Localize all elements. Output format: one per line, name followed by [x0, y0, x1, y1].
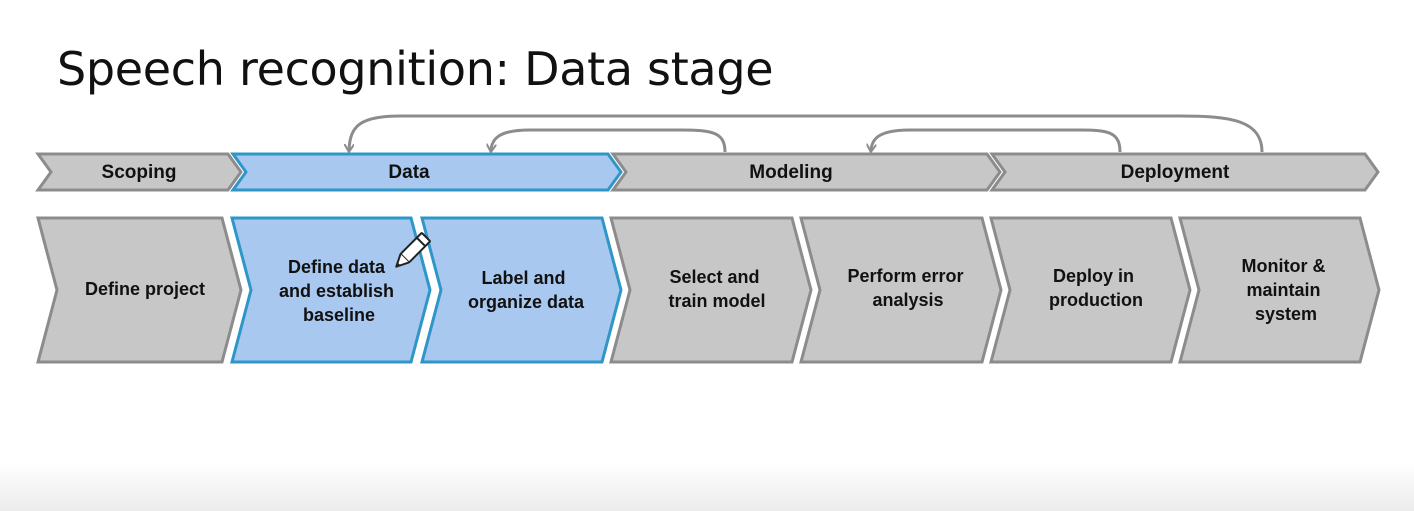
feedback-arrow-deployment-to-modeling	[871, 128, 1122, 152]
step-line: Label and	[481, 268, 565, 288]
step-define-project-label: Define project	[85, 279, 205, 299]
step-line: Define data	[288, 257, 386, 277]
phase-scoping: Scoping	[35, 152, 243, 192]
phase-deployment: Deployment	[989, 152, 1380, 192]
phase-data: Data	[230, 152, 623, 192]
step-line: system	[1255, 304, 1317, 324]
phase-data-shape	[230, 152, 623, 192]
step-line: Deploy in	[1053, 266, 1134, 286]
step-line: baseline	[303, 305, 375, 325]
step-define-project: Define project	[36, 216, 243, 364]
phase-deployment-label: Deployment	[1121, 162, 1230, 183]
feedback-arrow-deployment-to-data	[349, 114, 1264, 152]
step-line: Define project	[85, 279, 205, 299]
step-error-analysis-shape	[799, 216, 1003, 364]
step-line: train model	[668, 291, 765, 311]
phase-modeling-shape	[610, 152, 1002, 192]
step-define-project-shape	[36, 216, 243, 364]
phase-modeling-label: Modeling	[749, 162, 832, 183]
step-line: Perform error	[847, 266, 963, 286]
phase-modeling: Modeling	[610, 152, 1002, 192]
step-line: production	[1049, 290, 1143, 310]
step-label-organize-label: Label and organize data	[468, 268, 585, 312]
step-define-data-shape	[230, 216, 432, 364]
step-error-analysis-label: Perform error analysis	[847, 266, 968, 310]
phase-data-label: Data	[388, 162, 430, 183]
phase-deployment-shape	[989, 152, 1380, 192]
step-define-data: Define data and establish baseline	[230, 216, 432, 364]
bottom-shadow-bar	[0, 462, 1414, 511]
step-label-organize: Label and organize data	[420, 216, 623, 364]
step-line: analysis	[872, 290, 943, 310]
step-row: Define project Define data and establish…	[36, 216, 1381, 364]
step-select-train: Select and train model	[609, 216, 813, 364]
feedback-arrow-modeling-to-data	[491, 128, 727, 152]
phase-band: Scoping Data Modeling Deployment	[35, 152, 1380, 192]
step-line: organize data	[468, 292, 585, 312]
step-monitor-maintain: Monitor & maintain system	[1178, 216, 1381, 364]
step-monitor-maintain-label: Monitor & maintain system	[1242, 256, 1331, 324]
phase-scoping-shape	[35, 152, 243, 192]
step-define-data-label: Define data and establish baseline	[279, 257, 399, 325]
step-monitor-maintain-shape	[1178, 216, 1381, 364]
step-line: maintain	[1246, 280, 1320, 300]
step-label-organize-shape	[420, 216, 623, 364]
step-select-train-shape	[609, 216, 813, 364]
step-error-analysis: Perform error analysis	[799, 216, 1003, 364]
step-select-train-label: Select and train model	[668, 267, 765, 311]
step-deploy-production-shape	[989, 216, 1192, 364]
pencil-icon	[395, 232, 431, 268]
step-line: and establish	[279, 281, 394, 301]
step-deploy-production-label: Deploy in production	[1049, 266, 1143, 310]
step-line: Monitor &	[1242, 256, 1326, 276]
process-diagram: Scoping Data Modeling Deployment Define …	[35, 114, 1381, 364]
feedback-arrows	[349, 114, 1264, 152]
step-line: Select and	[669, 267, 759, 287]
phase-scoping-label: Scoping	[102, 162, 177, 183]
page-title: Speech recognition: Data stage	[57, 42, 774, 96]
step-deploy-production: Deploy in production	[989, 216, 1192, 364]
